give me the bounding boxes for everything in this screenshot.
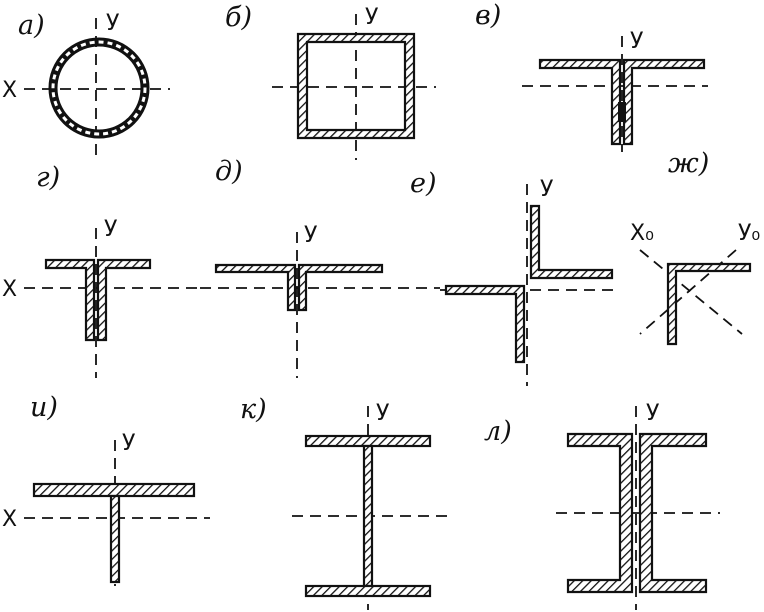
figure-zh-angle-section: ж) Х₀ У₀ bbox=[630, 148, 760, 346]
figure-e-axis-y-label: У bbox=[540, 177, 554, 202]
figure-zh-axis-y0-label: У₀ bbox=[738, 221, 760, 246]
figure-b-label: б) bbox=[225, 2, 252, 33]
figure-i-web bbox=[109, 494, 121, 584]
figure-l-channel-right bbox=[638, 432, 708, 594]
figure-l-axis-y-label: У bbox=[646, 401, 660, 426]
figure-b-tube-wall bbox=[296, 32, 416, 140]
figure-a-circular-tube: а) У Х bbox=[2, 10, 170, 160]
figure-l-label: л) bbox=[484, 416, 512, 447]
figure-g-angle-right bbox=[96, 258, 152, 342]
figure-v-tee-section: в) У bbox=[475, 0, 708, 152]
figure-zh-label: ж) bbox=[668, 148, 709, 179]
figure-d-tee-section: д) У bbox=[200, 156, 440, 378]
figure-k-web bbox=[362, 444, 374, 588]
figure-a-tube-hatch bbox=[51, 40, 147, 136]
figure-e-angle-lower bbox=[444, 284, 526, 364]
figure-a-label: а) bbox=[18, 10, 45, 41]
figure-i-label: и) bbox=[30, 392, 58, 423]
figure-zh-angle bbox=[666, 262, 752, 346]
figure-v-angle-right bbox=[622, 58, 706, 146]
figure-l-double-channel: л) У bbox=[484, 401, 720, 610]
figure-l-channel-left bbox=[566, 432, 634, 594]
figure-zh-axis-x0-label: Х₀ bbox=[630, 221, 654, 246]
figure-zh-axis-x0 bbox=[639, 249, 743, 335]
figure-k-bottom-flange bbox=[304, 584, 432, 598]
figure-e-label: е) bbox=[410, 168, 437, 199]
figure-v-axis-y-label: У bbox=[630, 29, 644, 54]
figure-d-angle-right bbox=[297, 263, 384, 312]
figure-b-axis-y-label: У bbox=[365, 5, 379, 30]
figure-v-gusset bbox=[618, 102, 626, 122]
figure-d-label: д) bbox=[215, 156, 243, 187]
figure-a-axis-x-label: Х bbox=[2, 78, 17, 103]
figure-i-axis-y-label: У bbox=[122, 431, 136, 456]
figure-v-label: в) bbox=[475, 0, 501, 31]
figure-e-angle-upper bbox=[529, 204, 614, 280]
figure-k-axis-y-label: У bbox=[376, 401, 390, 426]
figure-v-angle-left bbox=[538, 58, 622, 146]
figure-g-angle-left bbox=[44, 258, 96, 342]
figure-i-flange bbox=[32, 482, 196, 498]
figure-a-axis-y-label: У bbox=[106, 11, 120, 36]
figure-k-top-flange bbox=[304, 434, 432, 448]
figure-d-angle-left bbox=[214, 263, 297, 312]
figure-g-tee-section: г) У Х bbox=[2, 162, 200, 378]
figure-g-axis-y-label: У bbox=[104, 217, 118, 242]
figure-i-tee-section: и) У Х bbox=[2, 392, 210, 586]
figure-b-square-tube: б) У bbox=[225, 2, 436, 160]
figure-e-cruciform-section: е) У bbox=[410, 168, 620, 386]
figure-k-i-beam: к) У bbox=[240, 394, 448, 610]
figure-g-axis-x-label: Х bbox=[2, 277, 17, 302]
figure-d-axis-y-label: У bbox=[304, 223, 318, 248]
figure-g-label: г) bbox=[36, 162, 60, 193]
figure-k-label: к) bbox=[240, 394, 267, 425]
figure-i-axis-x-label: Х bbox=[2, 507, 17, 532]
